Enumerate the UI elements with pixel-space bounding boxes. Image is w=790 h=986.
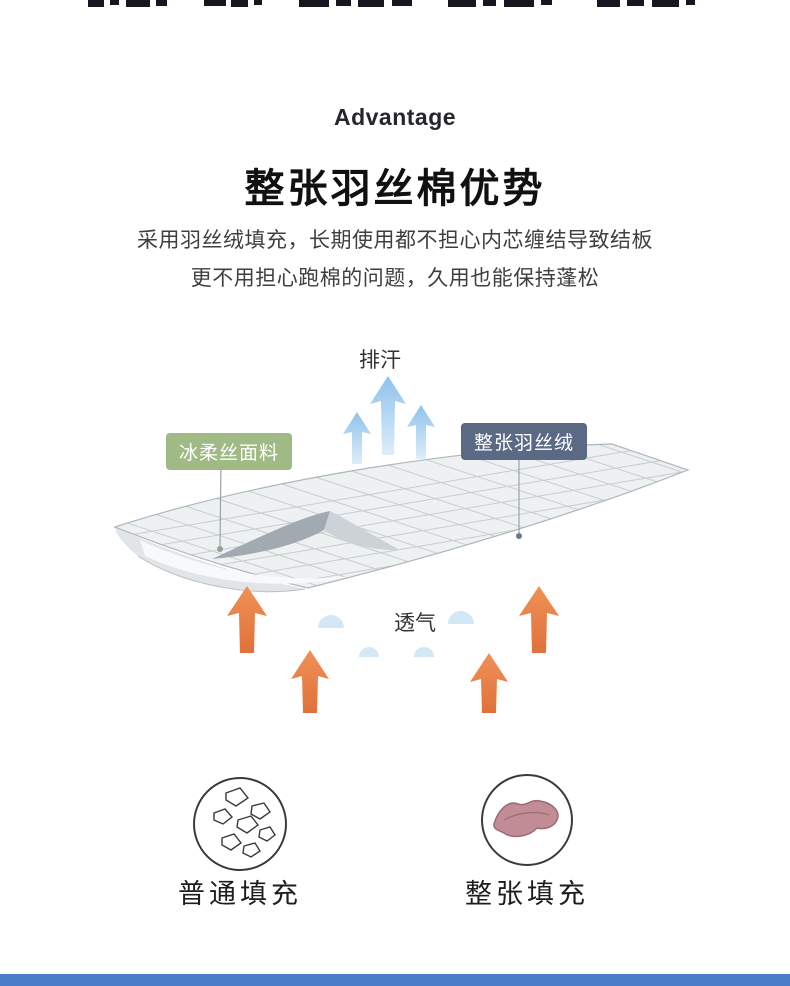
sweat-up-arrows <box>343 376 435 464</box>
sweat-label: 排汗 <box>359 349 401 372</box>
quilt-fold-dark <box>212 511 330 559</box>
ordinary-fill-label: 普通填充 <box>178 879 302 909</box>
up-arrow-icon <box>343 412 371 464</box>
section-title: 整张羽丝棉优势 <box>244 167 546 211</box>
description-line-2: 更不用担心跑棉的问题，久用也能保持蓬松 <box>190 267 600 290</box>
steam-bubble <box>359 647 379 657</box>
section-eyebrow: Advantage <box>333 104 457 130</box>
quilt-lifted-edge <box>140 540 352 584</box>
filling-leader-line <box>516 452 522 539</box>
ordinary-fill-icon <box>193 777 287 871</box>
fabric-leader-line <box>217 462 223 552</box>
steam-bubble <box>448 611 474 624</box>
whole-sheet-fill-icon <box>481 774 573 866</box>
quilt-fold-light <box>324 511 400 551</box>
up-arrow-icon <box>291 650 329 713</box>
breathable-label: 透气 <box>394 612 436 635</box>
up-arrow-icon <box>370 376 406 455</box>
fabric-tag: 冰柔丝面料 <box>166 433 293 470</box>
up-arrow-icon <box>470 653 508 713</box>
top-edge-artifacts <box>88 0 695 7</box>
up-arrow-icon <box>407 405 435 459</box>
footer-accent-bar <box>0 974 790 986</box>
steam-bubble <box>414 647 434 657</box>
description-line-1: 采用羽丝绒填充，长期使用都不担心内芯缠结导致结板 <box>137 229 653 252</box>
up-arrow-icon <box>227 586 267 653</box>
section-description: 采用羽丝绒填充，长期使用都不担心内芯缠结导致结板 更不用担心跑棉的问题，久用也能… <box>0 222 790 298</box>
steam-bubbles <box>318 611 474 657</box>
up-arrow-icon <box>519 586 559 653</box>
filling-tag: 整张羽丝绒 <box>461 423 588 460</box>
steam-bubble <box>318 615 344 628</box>
whole-sheet-fill-label: 整张填充 <box>465 879 589 909</box>
breathe-up-arrows <box>227 586 559 713</box>
